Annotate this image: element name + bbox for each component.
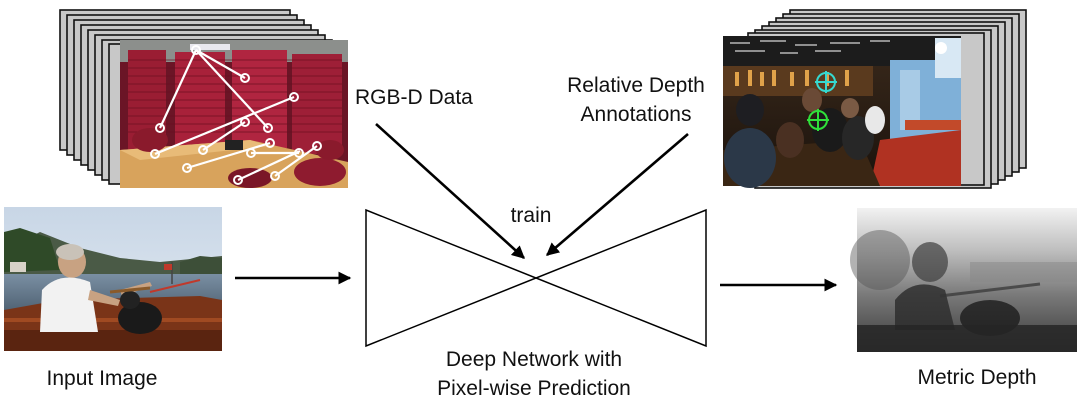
arrows [235,123,838,292]
green-crosshair-marker [807,109,829,131]
metric-depth-label: Metric Depth [917,366,1036,389]
relative-depth-label-line2: Annotations [581,103,692,126]
relative-depth-label-line1: Relative Depth [567,74,705,97]
depth-map-image [850,208,1077,352]
cyan-crosshair-marker [815,71,837,93]
annotations-photo [723,36,961,188]
rgbd-photo [120,40,348,188]
rgbd-arrow [375,123,525,259]
input-photo [4,207,222,351]
network-label-line1: Deep Network with [446,348,622,371]
annotation-arrow [546,133,689,256]
network-label-line2: Pixel-wise Prediction [437,377,631,400]
network-bowtie-shape [365,208,707,348]
input-image-label: Input Image [47,367,158,390]
train-label: train [511,204,552,227]
rgbd-data-label: RGB-D Data [355,86,473,109]
